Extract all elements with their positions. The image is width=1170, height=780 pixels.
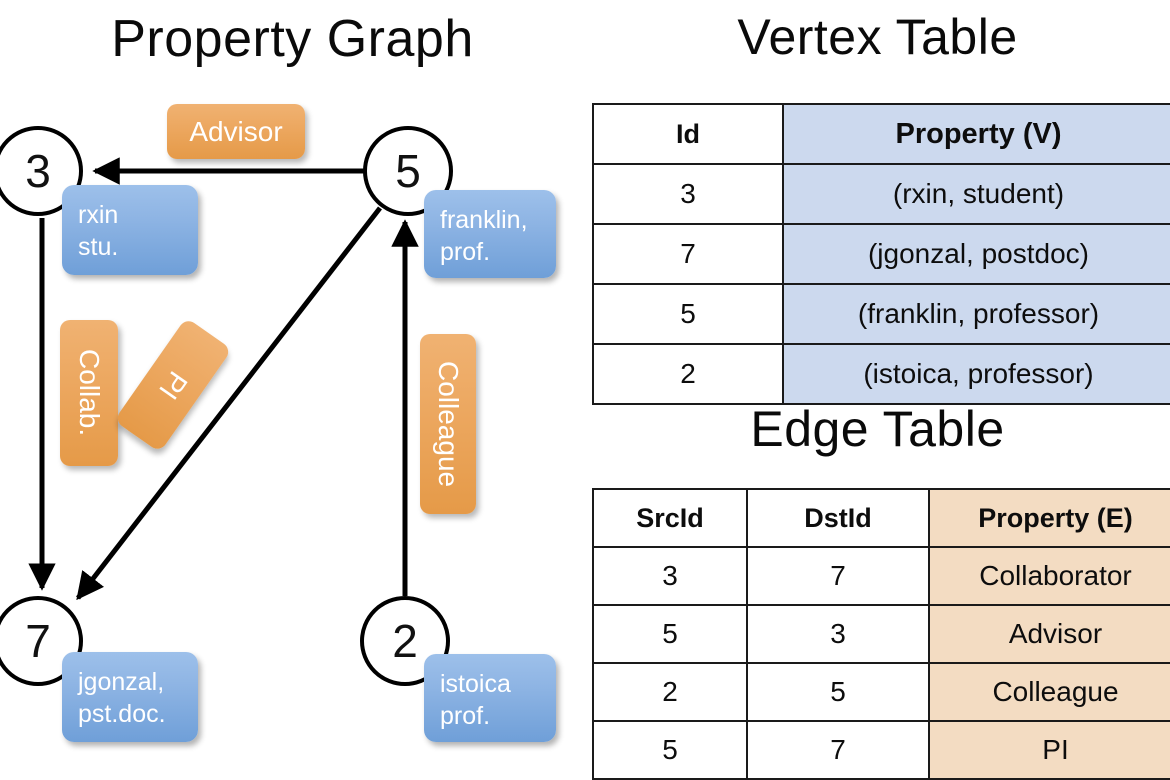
graph-vertex-5-label: 5 (395, 145, 421, 197)
edge-label-colleague-text: Colleague (433, 360, 464, 488)
vertex-table-row[interactable]: 5 (franklin, professor) (592, 283, 1170, 345)
vertex-table-cell-property: (istoica, professor) (782, 343, 1170, 405)
vertex-table-cell-property: (franklin, professor) (782, 283, 1170, 345)
edge-table-cell-dstid: 7 (746, 546, 930, 606)
edge-table-header-dstid: DstId (746, 488, 930, 548)
vertex-table-cell-id: 7 (592, 223, 784, 285)
vertex-property-name-istoica: istoica (440, 670, 511, 698)
edge-label-advisor-text: Advisor (189, 115, 283, 147)
edge-table: SrcId DstId Property (E) 3 7 Collaborato… (592, 488, 1170, 780)
edge-table-cell-srcid: 3 (592, 546, 748, 606)
edge-table-cell-property: PI (928, 720, 1170, 780)
vertex-table-header-row: Id Property (V) (592, 103, 1170, 165)
vertex-table-row[interactable]: 3 (rxin, student) (592, 163, 1170, 225)
edge-label-colleague: Colleague (420, 334, 476, 514)
vertex-table-header-property: Property (V) (782, 103, 1170, 165)
edge-label-collab-text: Collab. (74, 349, 105, 437)
edge-table-header-row: SrcId DstId Property (E) (592, 488, 1170, 548)
edge-table-row[interactable]: 2 5 Colleague (592, 662, 1170, 722)
edge-label-pi-text: PI (153, 365, 194, 406)
vertex-table-cell-id: 3 (592, 163, 784, 225)
edge-table-cell-dstid: 3 (746, 604, 930, 664)
edge-table-cell-property: Collaborator (928, 546, 1170, 606)
vertex-table-cell-property: (rxin, student) (782, 163, 1170, 225)
edge-table-cell-property: Colleague (928, 662, 1170, 722)
vertex-property-box-jgonzal: jgonzal, pst.doc. (62, 652, 198, 742)
vertex-table-row[interactable]: 2 (istoica, professor) (592, 343, 1170, 405)
vertex-property-role-franklin: prof. (440, 238, 491, 266)
property-graph-panel: 3 5 7 2 rxin stu. franklin, prof. jgonza… (0, 0, 585, 760)
vertex-property-role-istoica: prof. (440, 702, 491, 730)
edge-table-header-srcid: SrcId (592, 488, 748, 548)
vertex-property-role-jgonzal: pst.doc. (78, 700, 166, 728)
vertex-property-name-jgonzal: jgonzal, (78, 668, 165, 696)
edge-label-advisor: Advisor (167, 104, 305, 159)
graph-edge-5-to-7 (76, 206, 382, 601)
vertex-property-name-franklin: franklin, (440, 206, 528, 234)
edge-table-cell-property: Advisor (928, 604, 1170, 664)
edge-table-cell-dstid: 5 (746, 662, 930, 722)
graph-vertex-2-label: 2 (392, 615, 418, 667)
graph-edges-layer (28, 157, 419, 601)
graph-vertex-3-label: 3 (25, 145, 51, 197)
edge-table-cell-dstid: 7 (746, 720, 930, 780)
page-title-edge-table: Edge Table (750, 401, 1005, 457)
edge-table-cell-srcid: 2 (592, 662, 748, 722)
vertex-property-box-rxin: rxin stu. (62, 185, 198, 275)
page-title-property-graph: Property Graph (111, 10, 474, 68)
vertex-table-cell-id: 5 (592, 283, 784, 345)
vertex-property-box-franklin: franklin, prof. (424, 190, 556, 278)
edge-table-cell-srcid: 5 (592, 604, 748, 664)
vertex-property-role-rxin: stu. (78, 233, 119, 261)
vertex-table-header-id: Id (592, 103, 784, 165)
vertex-property-name-rxin: rxin (78, 201, 119, 229)
vertex-property-box-istoica: istoica prof. (424, 654, 556, 742)
edge-table-header-property: Property (E) (928, 488, 1170, 548)
edge-label-collab: Collab. (60, 320, 118, 466)
edge-table-row[interactable]: 3 7 Collaborator (592, 546, 1170, 606)
page-title-vertex-table: Vertex Table (737, 9, 1018, 65)
graph-vertex-7-label: 7 (25, 615, 51, 667)
vertex-table-cell-id: 2 (592, 343, 784, 405)
edge-table-row[interactable]: 5 7 PI (592, 720, 1170, 780)
edge-table-cell-srcid: 5 (592, 720, 748, 780)
vertex-table: Id Property (V) 3 (rxin, student) 7 (jgo… (592, 103, 1170, 405)
edge-table-row[interactable]: 5 3 Advisor (592, 604, 1170, 664)
vertex-table-cell-property: (jgonzal, postdoc) (782, 223, 1170, 285)
vertex-table-row[interactable]: 7 (jgonzal, postdoc) (592, 223, 1170, 285)
